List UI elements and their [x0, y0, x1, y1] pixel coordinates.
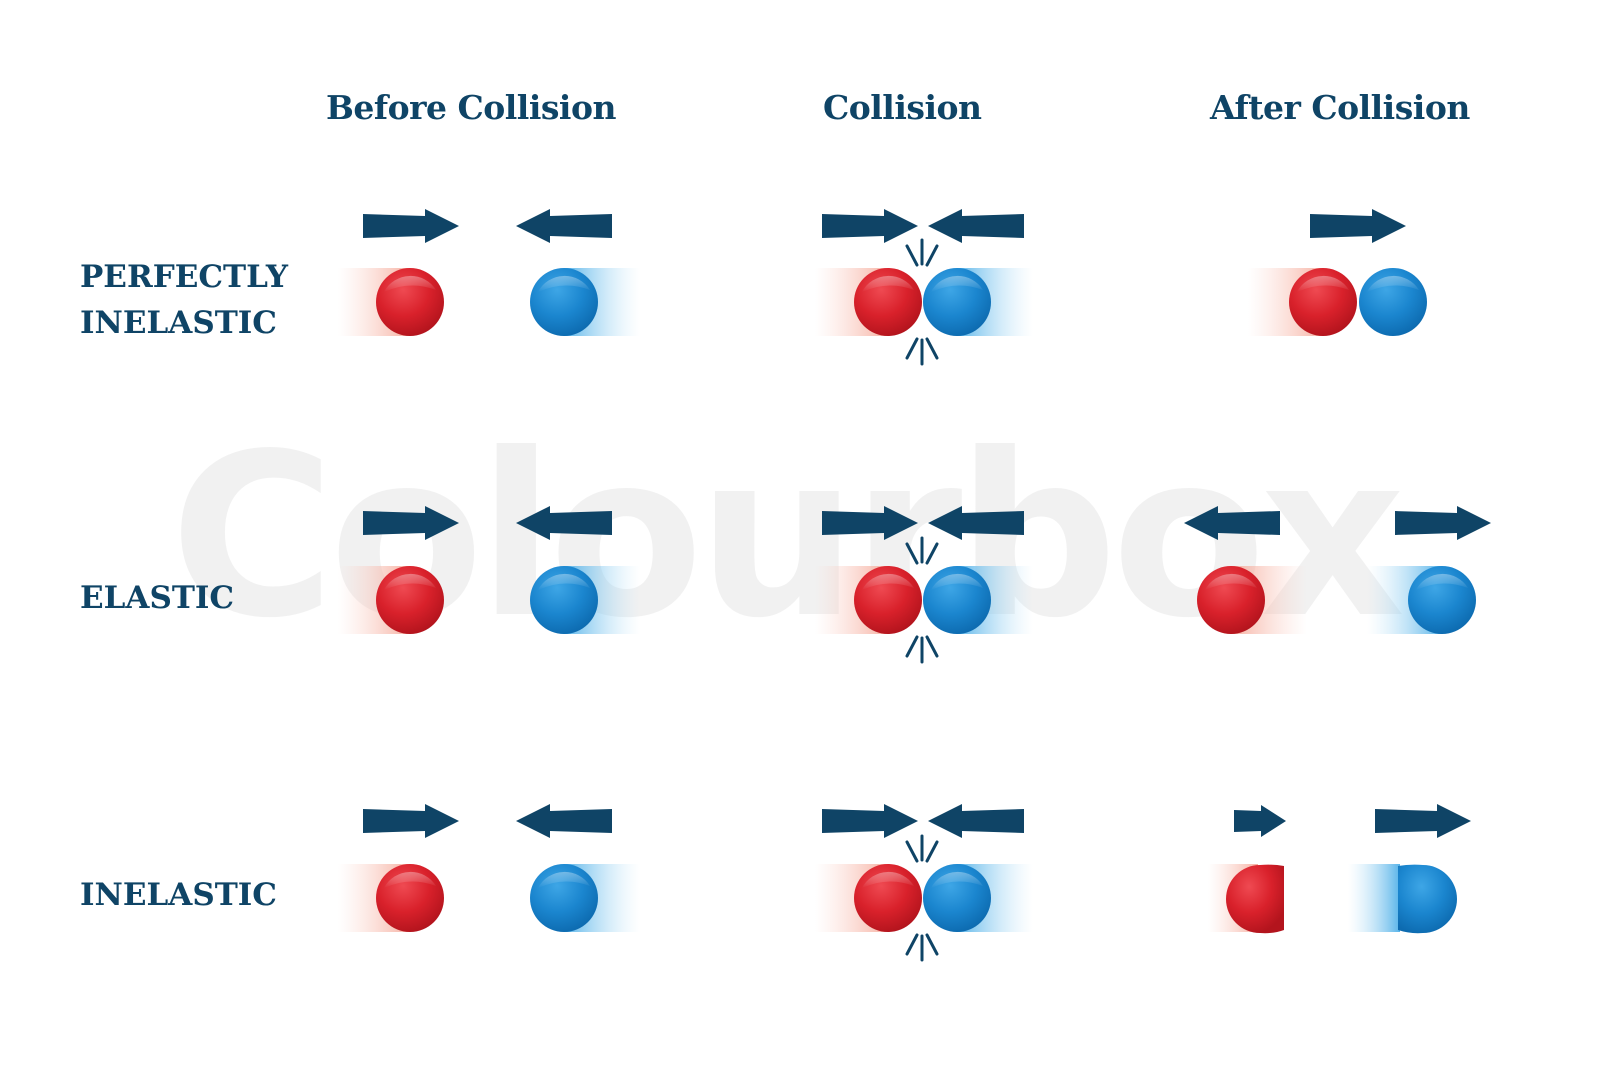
arrow-right-icon: [363, 209, 459, 243]
red-ball-icon: [854, 268, 922, 336]
column-title-after: After Collision: [1210, 88, 1470, 127]
row-label-line: INELASTIC: [80, 305, 277, 341]
deformed-blue-ball-icon: [1398, 864, 1457, 934]
arrow-left-icon: [516, 209, 612, 243]
row-label-elastic: ELASTIC: [80, 575, 234, 621]
arrow-right-icon: [822, 804, 918, 838]
arrow-right-icon: [822, 506, 918, 540]
arrow-left-icon: [928, 209, 1024, 243]
before-collision-scene: [338, 209, 640, 336]
red-ball-icon: [376, 268, 444, 336]
row-label-perfectly-inelastic: PERFECTLY INELASTIC: [80, 254, 288, 346]
blue-ball-icon: [923, 268, 991, 336]
column-title-before: Before Collision: [326, 88, 616, 127]
blue-ball-icon: [530, 268, 598, 336]
blue-ball-icon: [923, 566, 991, 634]
red-ball-icon: [1197, 566, 1265, 634]
arrow-right-icon: [363, 506, 459, 540]
blue-ball-icon: [1408, 566, 1476, 634]
after-collision-scene: [1184, 506, 1491, 634]
blue-ball-icon: [923, 864, 991, 932]
arrow-left-icon: [1184, 506, 1280, 540]
row-label-line: INELASTIC: [80, 877, 277, 913]
collision-scene: [815, 506, 1033, 664]
before-collision-scene: [338, 804, 640, 932]
row-label-line: ELASTIC: [80, 580, 235, 616]
arrow-right-icon: [822, 209, 918, 243]
arrow-left-icon: [516, 804, 612, 838]
row-perfectly-inelastic: [338, 209, 1427, 366]
red-ball-icon: [376, 864, 444, 932]
red-ball-icon: [376, 566, 444, 634]
row-inelastic: [338, 804, 1471, 962]
blue-ball-icon: [1359, 268, 1427, 336]
collision-scene: [815, 209, 1033, 366]
deformed-red-ball-icon: [1226, 864, 1284, 934]
arrow-right-icon: [1375, 804, 1471, 838]
arrow-right-short-icon: [1234, 805, 1286, 837]
before-collision-scene: [338, 506, 640, 634]
after-collision-scene: [1208, 804, 1471, 934]
arrow-right-icon: [1310, 209, 1406, 243]
blue-ball-icon: [530, 566, 598, 634]
arrow-left-icon: [928, 506, 1024, 540]
red-ball-icon: [1289, 268, 1357, 336]
arrow-right-icon: [363, 804, 459, 838]
row-label-inelastic: INELASTIC: [80, 872, 277, 918]
arrow-left-icon: [928, 804, 1024, 838]
column-title-collision: Collision: [823, 88, 982, 127]
motion-trail-blue: [1348, 864, 1400, 932]
blue-ball-icon: [530, 864, 598, 932]
arrow-right-icon: [1395, 506, 1491, 540]
arrow-left-icon: [516, 506, 612, 540]
collision-scene: [815, 804, 1033, 962]
red-ball-icon: [854, 566, 922, 634]
red-ball-icon: [854, 864, 922, 932]
after-collision-scene: [1248, 209, 1427, 336]
row-label-line: PERFECTLY: [80, 259, 289, 295]
row-elastic: [338, 506, 1491, 664]
